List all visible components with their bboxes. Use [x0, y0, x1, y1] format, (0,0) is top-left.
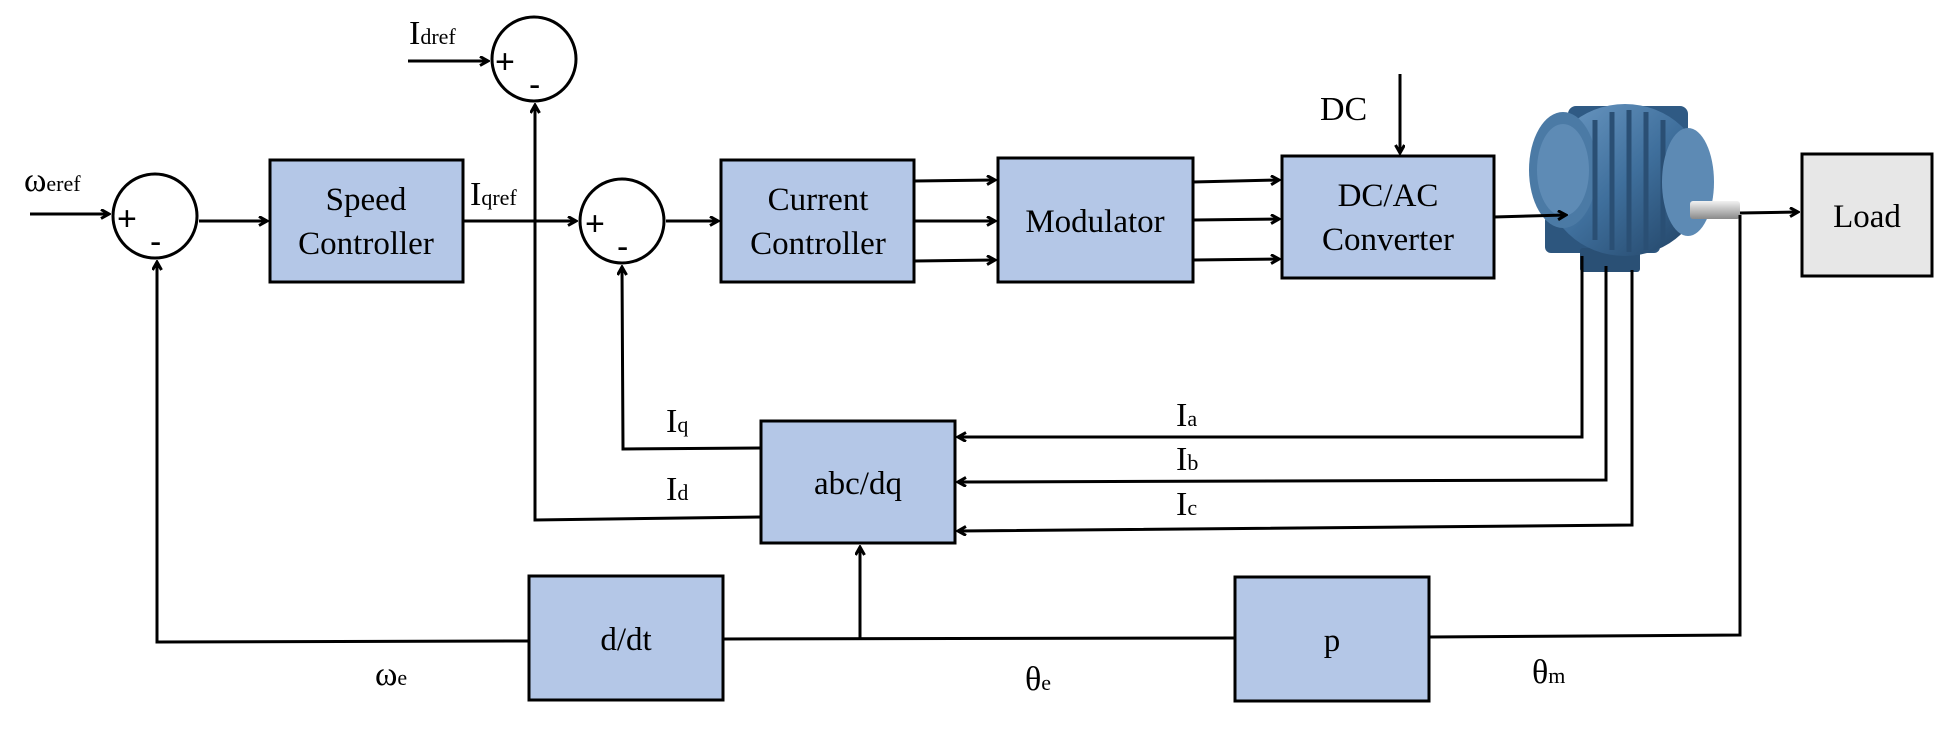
load-label: Load — [1833, 199, 1901, 235]
dc-supply-label: DC — [1320, 91, 1367, 128]
theta-e-label: θe — [1025, 661, 1051, 698]
theta-m-label: θm — [1532, 654, 1565, 691]
signal-wires — [30, 61, 1798, 644]
modulator-block: Modulator — [996, 156, 1195, 284]
current-controller-block: Current Controller — [719, 158, 916, 284]
iq-feedback-label: Iq — [666, 403, 688, 440]
ib-label: Ib — [1176, 441, 1198, 478]
omega-ref-label: ωeref — [24, 162, 81, 199]
ddt-block: d/dt — [527, 574, 725, 702]
abc-dq-label: abc/dq — [814, 466, 902, 502]
id-feedback-label: Id — [666, 471, 688, 508]
p-gain-label: p — [1324, 623, 1341, 659]
speed-controller-label-2: Controller — [298, 226, 434, 262]
speed-summing-junction: + - — [111, 172, 199, 261]
speed-controller-block: Speed Controller — [268, 158, 465, 284]
abc-dq-block: abc/dq — [759, 419, 957, 545]
id-ref-label: Idref — [409, 15, 456, 52]
p-gain-block: p — [1233, 575, 1431, 703]
minus-sign: - — [617, 228, 628, 266]
ddt-label: d/dt — [600, 622, 651, 658]
modulator-label: Modulator — [1025, 204, 1164, 240]
load-block: Load — [1800, 152, 1934, 278]
d-current-summing-junction: + - — [490, 15, 578, 104]
ia-label: Ia — [1176, 397, 1197, 434]
current-controller-label-1: Current — [768, 182, 869, 218]
converter-block: DC/AC Converter — [1280, 154, 1496, 280]
omega-e-label: ωe — [375, 656, 407, 693]
q-current-summing-junction: + - — [578, 177, 666, 266]
converter-label-2: Converter — [1322, 222, 1454, 258]
plus-sign: + — [117, 200, 137, 238]
plus-sign: + — [585, 205, 605, 243]
plus-sign: + — [495, 43, 515, 81]
speed-controller-label-1: Speed — [326, 182, 407, 218]
minus-sign: - — [150, 223, 161, 261]
minus-sign: - — [529, 66, 540, 104]
iq-ref-label: Iqref — [470, 176, 517, 213]
current-controller-label-2: Controller — [750, 226, 886, 262]
converter-label-1: DC/AC — [1338, 178, 1439, 214]
ic-label: Ic — [1176, 486, 1197, 523]
electric-motor-icon — [1529, 104, 1740, 272]
